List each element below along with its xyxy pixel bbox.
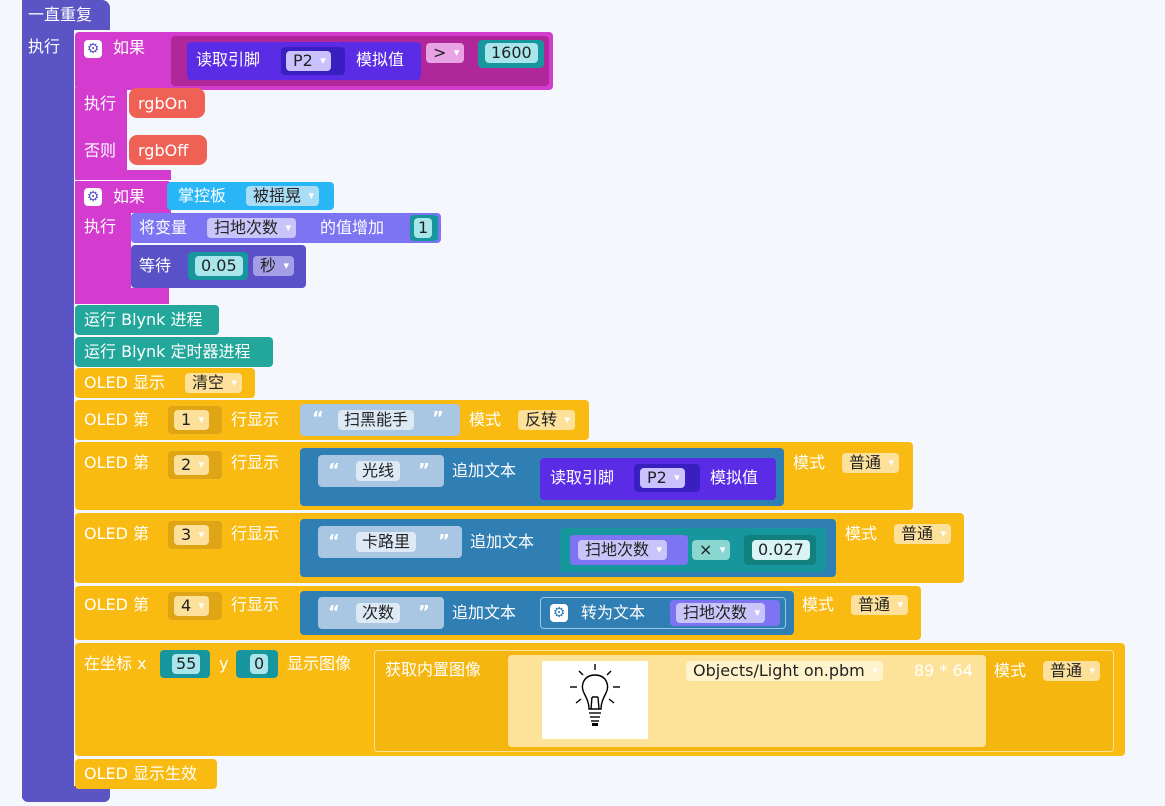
board-label: 掌控板 [178, 186, 227, 205]
line-show-label: 行显示 [231, 453, 280, 472]
forever-loop-bottom [22, 786, 110, 802]
forever-loop-block[interactable] [22, 0, 110, 30]
blynk-timer-block[interactable] [75, 337, 273, 367]
variable-dropdown[interactable]: 扫地次数 [207, 218, 297, 238]
then-label: 执行 [84, 217, 117, 236]
if-label: 如果 [113, 187, 146, 206]
y-label: y [219, 654, 229, 673]
to-text-label: 转为文本 [581, 603, 646, 622]
show-image-label: 显示图像 [287, 654, 352, 673]
gear-icon[interactable] [84, 40, 102, 58]
light-bulb-icon [570, 664, 620, 726]
oled-apply-label: OLED 显示生效 [84, 764, 198, 783]
mode-dropdown[interactable]: 普通 [851, 595, 909, 615]
read-pin-label: 读取引脚 [550, 468, 615, 487]
rgb-off-label: rgbOff [138, 141, 189, 160]
oled-line-prefix: OLED 第 [84, 453, 150, 472]
line-number-dropdown[interactable]: 1 [174, 410, 210, 430]
open-quote-icon: “ [328, 460, 340, 481]
mode-dropdown[interactable]: 反转 [518, 410, 576, 430]
close-quote-icon: ” [438, 531, 450, 552]
rgb-off-block[interactable] [129, 135, 207, 165]
image-size-label: 89 * 64 [914, 661, 973, 680]
mode-label: 模式 [994, 661, 1027, 680]
bulb-preview [542, 661, 648, 739]
blynk-timer-label: 运行 Blynk 定时器进程 [84, 342, 251, 361]
read-pin-label: 读取引脚 [196, 50, 261, 69]
text-field[interactable]: 次数 [356, 603, 401, 623]
then-label: 执行 [84, 94, 117, 113]
if-block-2-spine [75, 211, 131, 295]
analog-label: 模拟值 [710, 468, 759, 487]
oled-line-prefix: OLED 第 [84, 524, 150, 543]
mode-dropdown[interactable]: 普通 [842, 453, 900, 473]
increase-label: 的值增加 [320, 218, 385, 237]
analog-label: 模拟值 [356, 50, 405, 69]
if-block-1-bottom [75, 170, 171, 180]
gear-icon[interactable] [550, 604, 568, 622]
image-file-dropdown[interactable]: Objects/Light on.pbm [686, 661, 883, 681]
gesture-dropdown[interactable]: 被摇晃 [246, 186, 320, 206]
append-text-label: 追加文本 [470, 532, 535, 551]
rgb-on-label: rgbOn [138, 94, 188, 113]
gear-icon[interactable] [84, 188, 102, 206]
operator-dropdown[interactable]: × [692, 540, 731, 560]
variable-dropdown[interactable]: 扫地次数 [676, 603, 766, 623]
line-number-dropdown[interactable]: 2 [174, 455, 210, 475]
x-field[interactable]: 55 [172, 654, 201, 674]
clear-dropdown[interactable]: 清空 [185, 373, 243, 393]
text-field[interactable]: 扫黑能手 [338, 410, 415, 430]
get-builtin-label: 获取内置图像 [385, 660, 482, 679]
blynk-run-label: 运行 Blynk 进程 [84, 310, 203, 329]
else-label: 否则 [84, 141, 117, 160]
oled-line-prefix: OLED 第 [84, 410, 150, 429]
pin-dropdown[interactable]: P2 [286, 51, 331, 71]
open-quote-icon: “ [328, 531, 340, 552]
line-show-label: 行显示 [231, 595, 280, 614]
text-field[interactable]: 卡路里 [356, 532, 417, 552]
wait-label: 等待 [139, 256, 172, 275]
mode-label: 模式 [793, 453, 826, 472]
rgb-on-block[interactable] [129, 88, 205, 118]
forever-do-label: 执行 [28, 37, 61, 56]
close-quote-icon: ” [432, 408, 444, 429]
if-block-1-spine [75, 88, 127, 176]
unit-dropdown[interactable]: 秒 [253, 256, 295, 276]
append-text-label: 追加文本 [452, 603, 517, 622]
variable-dropdown[interactable]: 扫地次数 [578, 540, 668, 560]
line-show-label: 行显示 [231, 410, 280, 429]
mode-label: 模式 [845, 524, 878, 543]
increase-field[interactable]: 1 [414, 218, 433, 238]
close-quote-icon: ” [418, 460, 430, 481]
open-quote-icon: “ [312, 408, 324, 429]
wait-field[interactable]: 0.05 [195, 256, 243, 276]
line-show-label: 行显示 [231, 524, 280, 543]
if-label: 如果 [113, 38, 146, 57]
mode-dropdown[interactable]: 普通 [1043, 661, 1101, 681]
oled-apply-block[interactable] [75, 759, 217, 789]
line-number-dropdown[interactable]: 4 [174, 596, 210, 616]
line-number-dropdown[interactable]: 3 [174, 525, 210, 545]
change-var-label: 将变量 [139, 218, 188, 237]
open-quote-icon: “ [328, 602, 340, 623]
text-field[interactable]: 光线 [356, 461, 401, 481]
mode-label: 模式 [802, 595, 835, 614]
y-field[interactable]: 0 [250, 654, 269, 674]
oled-show-label: OLED 显示 [84, 373, 166, 392]
threshold-field[interactable]: 1600 [485, 43, 538, 63]
if-block-2-bottom [75, 288, 169, 304]
append-text-label: 追加文本 [452, 461, 517, 480]
mode-dropdown[interactable]: 普通 [894, 524, 952, 544]
coord-label: 在坐标 x [84, 654, 147, 673]
close-quote-icon: ” [418, 602, 430, 623]
oled-line-prefix: OLED 第 [84, 595, 150, 614]
forever-loop-spine [22, 28, 74, 798]
operator-dropdown[interactable]: > [426, 43, 465, 63]
factor-field[interactable]: 0.027 [752, 540, 810, 560]
blynk-run-block[interactable] [75, 305, 219, 335]
forever-label: 一直重复 [28, 5, 93, 24]
mode-label: 模式 [469, 410, 502, 429]
pin-dropdown[interactable]: P2 [640, 468, 685, 488]
